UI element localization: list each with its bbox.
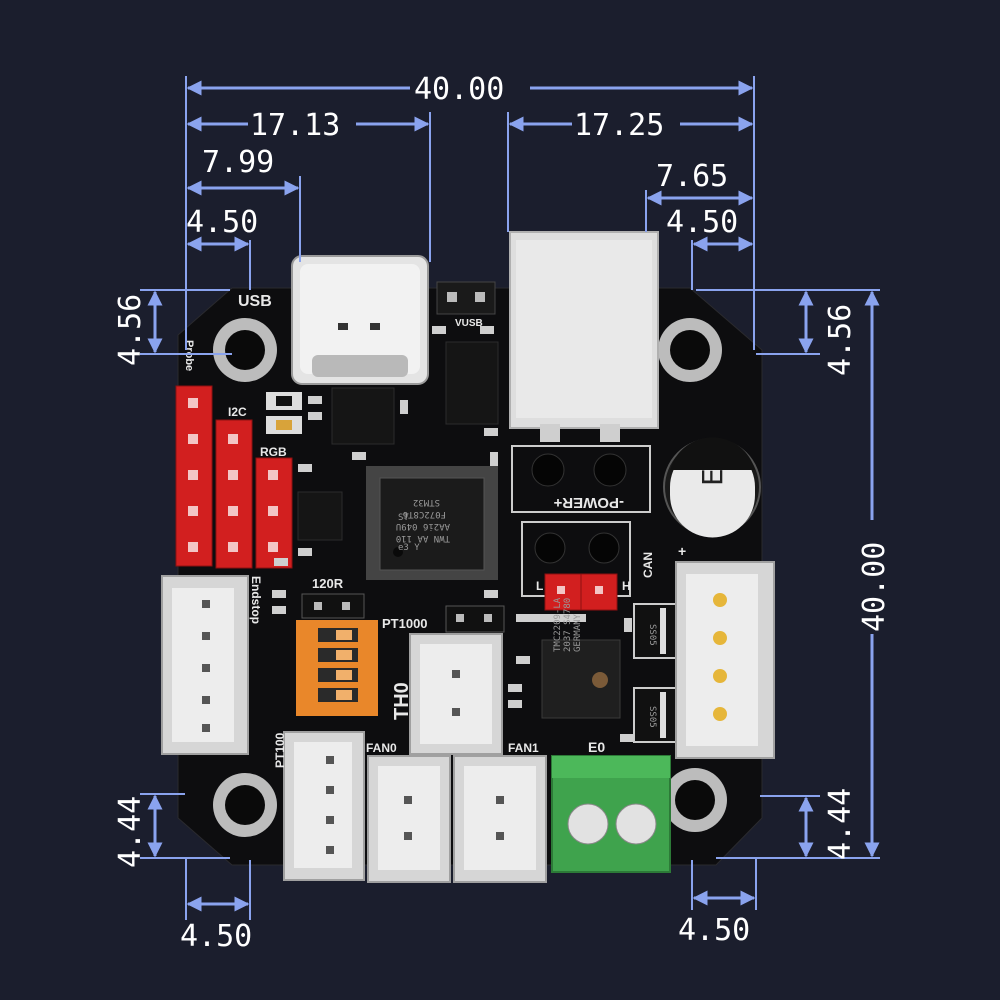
fuse-label-1: SS05 xyxy=(647,624,657,646)
mounting-hole-bottom-right xyxy=(663,768,727,832)
mcu-line4: TWN AA 110 xyxy=(396,533,450,543)
dim-rj-offset: 17.25 xyxy=(508,108,754,143)
label-120r: 120R xyxy=(312,576,344,591)
driver-line3: GERMANY xyxy=(573,613,583,652)
dim-hole-top-left-y-text: 4.56 xyxy=(113,294,148,366)
termination-120r-jumper xyxy=(301,593,365,619)
dim-total-width: 40.00 xyxy=(186,72,754,107)
dim-hole-right-x-text: 4.50 xyxy=(666,205,738,240)
dim-hole-top-left-y: 4.56 xyxy=(113,290,163,366)
driver-line2: 2037 S4780 xyxy=(563,598,573,652)
mcu-line1: STM32 xyxy=(413,497,440,507)
dim-usb-offset-text: 17.13 xyxy=(250,108,340,143)
mcu-markings: STM32 F072C8T6 AA2i6 049U TWN AA 110 ST … xyxy=(396,497,450,553)
label-usb: USB xyxy=(238,293,272,310)
label-endstop: Endstop xyxy=(249,576,263,624)
dim-hole-top-right-y: 4.56 xyxy=(798,290,858,376)
endstop-connector xyxy=(161,575,249,755)
mcu-line3: AA2i6 049U xyxy=(396,521,450,531)
label-plus: + xyxy=(678,543,686,559)
dim-total-height: 40.00 xyxy=(857,290,892,858)
usb-protection-chip xyxy=(445,341,499,425)
dim-hole-top-right-y-text: 4.56 xyxy=(823,304,858,376)
motor-connector xyxy=(675,561,775,759)
dim-bottom-right-x: 4.50 xyxy=(678,890,756,948)
label-power: -POWER+ xyxy=(553,494,624,511)
dim-bottom-left-x-text: 4.50 xyxy=(180,919,252,954)
dim-hole-right-x: 4.50 xyxy=(666,205,754,252)
dim-hole-left-x: 4.50 xyxy=(186,205,258,252)
usb-c-connector xyxy=(291,255,429,385)
label-rgb: RGB xyxy=(260,445,287,459)
dim-hole-bottom-left-y-text: 4.44 xyxy=(113,796,148,868)
electrolytic-capacitor xyxy=(663,437,761,538)
dim-left-799: 7.99 xyxy=(186,145,300,196)
pin-header-rgb xyxy=(255,457,293,569)
fan0-connector xyxy=(367,755,451,883)
fan1-connector xyxy=(453,755,547,883)
mcu-logo: ST xyxy=(398,513,409,523)
label-i2c: I2C xyxy=(228,405,247,419)
dim-total-height-text: 40.00 xyxy=(857,542,892,632)
pin-header-probe xyxy=(175,385,213,567)
driver-markings: TMC2209-LA 2037 S4780 GERMANY xyxy=(553,597,583,652)
dim-left-799-text: 7.99 xyxy=(202,145,274,180)
pt1000-jumper xyxy=(445,605,505,633)
label-fan0: FAN0 xyxy=(366,741,397,755)
can-hl-pads xyxy=(521,521,631,597)
diode-2 xyxy=(633,687,681,743)
pin-header-i2c xyxy=(215,419,253,569)
mcu-chip xyxy=(366,466,498,580)
label-th0: TH0 xyxy=(391,682,413,720)
label-probe: Probe xyxy=(183,340,195,371)
dim-bottom-left-x: 4.50 xyxy=(180,896,252,954)
dim-hole-bottom-right-y-text: 4.44 xyxy=(823,788,858,860)
pt100-connector xyxy=(283,731,365,881)
label-l: L xyxy=(536,579,543,593)
dim-right-765-text: 7.65 xyxy=(656,159,728,194)
dip-switch[interactable] xyxy=(296,620,378,716)
dim-right-765: 7.65 xyxy=(646,159,754,206)
capacitor-label: E xyxy=(696,468,729,486)
diode-1 xyxy=(633,603,681,659)
mcu-e3: e3 Y xyxy=(398,543,420,553)
label-pt100: PT100 xyxy=(273,732,287,768)
driver-line1: TMC2209-LA xyxy=(553,597,563,652)
fuse-label-2: SS05 xyxy=(647,706,657,728)
dim-total-width-text: 40.00 xyxy=(414,72,504,107)
can-transceiver-chip xyxy=(297,491,343,541)
dim-hole-bottom-left-y: 4.44 xyxy=(113,794,163,868)
dim-rj-offset-text: 17.25 xyxy=(574,108,664,143)
vusb-jumper xyxy=(436,281,496,315)
label-h: H xyxy=(622,579,631,593)
dim-usb-offset: 17.13 xyxy=(186,108,430,143)
can-rj-connector xyxy=(509,231,659,442)
mcu-line2: F072C8T6 xyxy=(403,509,446,519)
mounting-hole-top-right xyxy=(658,318,722,382)
label-fan1: FAN1 xyxy=(508,741,539,755)
stepper-driver-chip xyxy=(541,639,621,719)
regulator-chip xyxy=(331,387,395,445)
label-e0: E0 xyxy=(588,739,605,755)
label-vusb: VUSB xyxy=(455,318,483,329)
mounting-hole-top-left xyxy=(213,318,277,382)
status-leds xyxy=(266,392,302,434)
dim-hole-bottom-right-y: 4.44 xyxy=(798,788,858,860)
dim-bottom-right-x-text: 4.50 xyxy=(678,913,750,948)
label-can: CAN xyxy=(641,552,655,578)
mounting-hole-bottom-left xyxy=(213,773,277,837)
e0-screw-terminal xyxy=(551,755,671,873)
label-pt1000: PT1000 xyxy=(382,616,428,631)
extension-lines xyxy=(140,76,880,920)
th0-connector xyxy=(409,633,503,755)
smd-components xyxy=(272,326,634,742)
can-termination-jumper xyxy=(544,573,618,611)
dim-hole-left-x-text: 4.50 xyxy=(186,205,258,240)
power-pads xyxy=(511,445,651,513)
